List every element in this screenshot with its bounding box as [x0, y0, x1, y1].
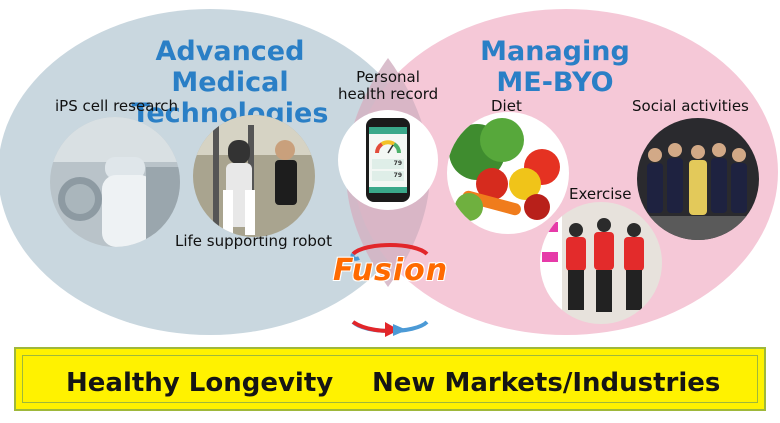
left-heading: Advanced Medical Technologies — [95, 36, 365, 129]
blue-arrowhead — [393, 324, 407, 336]
lab-scene-image — [50, 117, 180, 247]
phr-label-line1: Personal — [356, 68, 420, 86]
healthy-longevity-text: Healthy Longevity — [66, 368, 334, 398]
fusion-cycle-arrows — [350, 243, 429, 337]
fusion-label: Fusion — [333, 253, 449, 288]
exercise-label: Exercise — [569, 185, 632, 203]
diet-label: Diet — [491, 97, 522, 115]
exercise-group-image — [540, 202, 662, 324]
right-heading-line1: Managing — [480, 36, 630, 67]
left-heading-line1: Advanced Medical — [155, 36, 305, 98]
phone-header-bar — [369, 127, 407, 134]
phone-row-2: 79 — [372, 171, 404, 181]
life-robot-label: Life supporting robot — [175, 232, 332, 250]
gauge-icon — [375, 140, 401, 154]
phr-label: Personal health record — [338, 69, 438, 103]
phone-row2-value: 79 — [393, 172, 402, 179]
phone-footer-bar — [369, 187, 407, 193]
red-arrowhead — [385, 322, 399, 337]
robot-scene-image — [193, 115, 315, 237]
phone-screen: 79 79 — [369, 127, 407, 193]
phone-row-1: 79 — [372, 159, 404, 169]
phone-circle: 79 79 — [338, 110, 438, 210]
phone-row1-value: 79 — [393, 160, 402, 167]
phr-label-line2: health record — [338, 85, 439, 103]
robot-photo — [193, 115, 315, 237]
banner-inner-border — [22, 355, 758, 403]
social-photo — [637, 118, 759, 240]
social-label: Social activities — [632, 97, 749, 115]
right-heading-line2: ME-BYO — [496, 67, 614, 98]
diet-photo — [447, 112, 569, 234]
red-arrow-top — [351, 243, 429, 256]
outcomes-banner: Healthy Longevity New Markets/Industries — [14, 347, 766, 411]
smartphone: 79 79 — [366, 118, 410, 202]
dancers-image — [637, 118, 759, 240]
ips-cell-label: iPS cell research — [55, 97, 178, 115]
right-heading: Managing ME-BYO — [470, 36, 640, 98]
new-markets-text: New Markets/Industries — [372, 368, 721, 398]
vegetables-image — [447, 112, 569, 234]
exercise-photo — [540, 202, 662, 324]
ips-cell-photo — [50, 117, 180, 247]
